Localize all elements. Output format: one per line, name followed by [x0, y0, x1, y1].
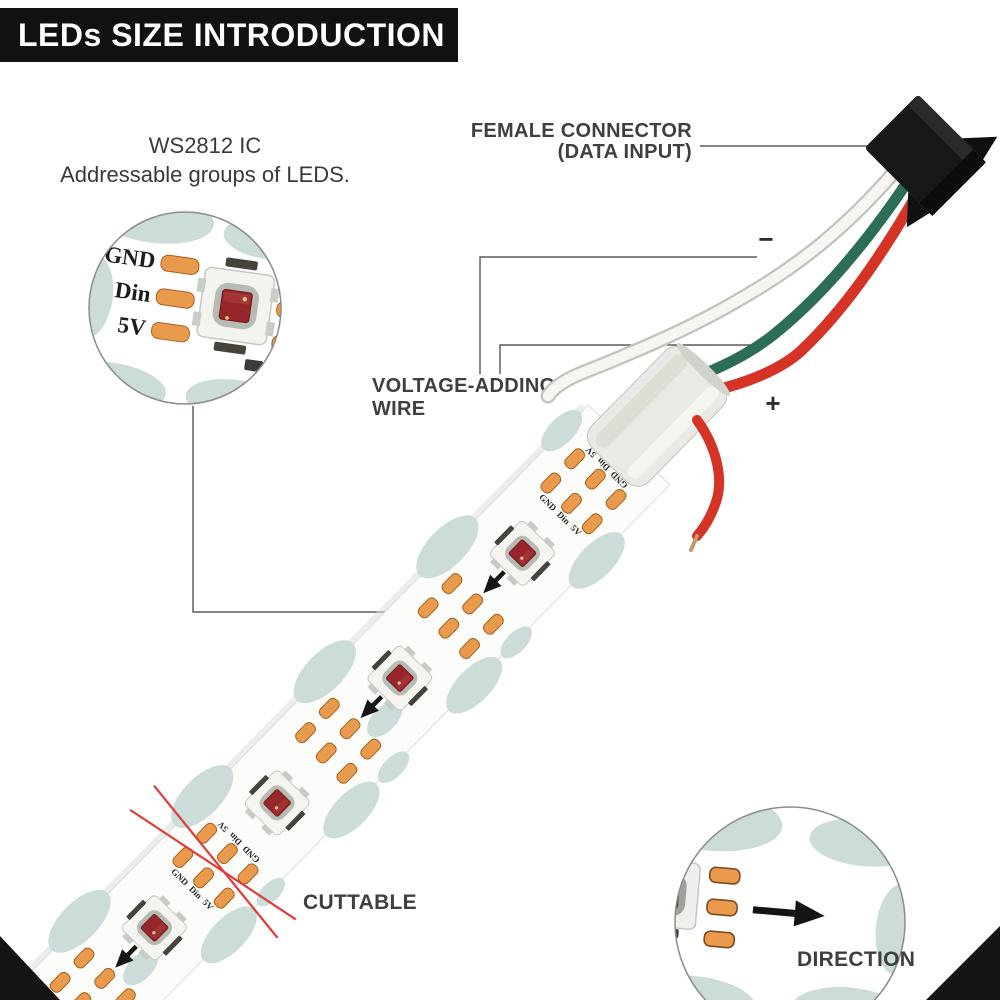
minus-sign: −	[758, 224, 773, 254]
voltage-line2: WIRE	[372, 398, 425, 420]
wires	[540, 162, 922, 404]
cut-marks	[129, 784, 297, 939]
voltage-adding-wire	[692, 415, 725, 541]
white-wire	[542, 164, 902, 402]
zoom-circle-direction-border	[674, 806, 906, 1000]
corner-accent-left	[0, 936, 60, 1000]
ws2812-line2: Addressable groups of LEDS.	[60, 162, 350, 187]
zoom-pointer-line	[192, 406, 437, 613]
pin-label-din: Din	[113, 277, 152, 307]
red-wire	[714, 190, 922, 395]
corner-accent-right	[926, 926, 1000, 1000]
green-wire	[700, 178, 912, 379]
zoom-led-module	[191, 257, 280, 355]
cuttable-label: CUTTABLE	[303, 891, 417, 914]
female-connector	[866, 96, 998, 228]
header-bar	[0, 8, 458, 62]
zoom-circle-led: GND Din 5V	[88, 211, 282, 405]
zoom-direction-arrow	[752, 900, 825, 927]
connector-facet	[909, 96, 985, 172]
plus-sign: +	[765, 388, 780, 418]
ws2812-label: WS2812 IC Addressable groups of LEDS.	[60, 133, 350, 187]
voltage-wire-label: VOLTAGE-ADDING WIRE	[372, 375, 555, 420]
zoom-circle-led-border	[88, 211, 282, 405]
minus-pointer-line	[479, 256, 757, 374]
heat-shrink-sleeve	[586, 342, 731, 487]
ws2812-line1: WS2812 IC	[149, 133, 262, 158]
strip-pattern-blobs	[48, 409, 625, 986]
voltage-line1: VOLTAGE-ADDING	[372, 375, 555, 397]
led-strip: GNDDin5V GNDDin5V GNDDin5V GNDDin5V	[0, 403, 671, 1000]
female-connector-line1: FEMALE CONNECTOR	[471, 120, 692, 142]
female-connector-label: FEMALE CONNECTOR (DATA INPUT)	[471, 120, 692, 163]
direction-label: DIRECTION	[797, 948, 915, 971]
connector-facet-dark	[919, 149, 986, 216]
bare-wire-tip	[689, 534, 699, 552]
page-title: LEDs SIZE INTRODUCTION	[18, 17, 445, 53]
zoom-led-module	[675, 849, 701, 939]
female-connector-line2: (DATA INPUT)	[558, 141, 692, 163]
connector-wing-bottom	[906, 191, 930, 228]
zoom-circle-direction	[674, 806, 906, 1000]
connector-wing-top	[961, 136, 998, 160]
zoom-solder-pads	[703, 866, 741, 949]
pin-label-5v: 5V	[116, 312, 148, 341]
